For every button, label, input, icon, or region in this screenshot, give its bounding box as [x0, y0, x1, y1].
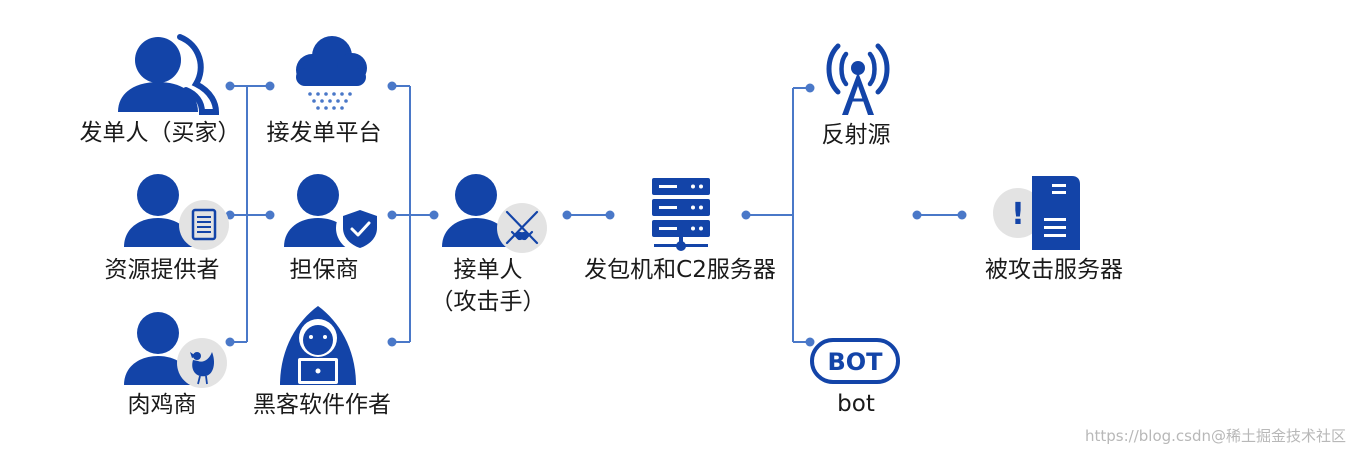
label-resource-provider: 资源提供者 — [104, 257, 220, 283]
label-guarantor: 担保商 — [289, 257, 359, 283]
label-victim: 被攻击服务器 — [985, 257, 1123, 283]
bot-badge-icon: BOT — [810, 338, 900, 384]
chicken-icon — [190, 352, 214, 385]
label-attacker-line1: 接单人 — [453, 257, 523, 283]
label-c2-server: 发包机和C2服务器 — [584, 257, 776, 283]
label-order-platform: 接发单平台 — [266, 120, 382, 146]
alert-icon: ! — [1011, 197, 1025, 232]
shield-check-icon — [343, 210, 377, 248]
victim-server-icon: ! — [993, 176, 1080, 250]
label-bot: bot — [837, 391, 875, 417]
connector-dots — [225, 81, 967, 347]
resource-provider-icon — [124, 174, 229, 250]
guarantor-icon — [284, 174, 384, 252]
watermark: https://blog.csdn@稀土掘金技术社区 — [1084, 427, 1346, 445]
radio-tower-icon — [826, 43, 890, 115]
label-hacker-author: 黑客软件作者 — [253, 392, 391, 418]
label-broiler-dealer: 肉鸡商 — [127, 392, 197, 418]
bot-badge-text: BOT — [827, 348, 883, 376]
label-buyer: 发单人（买家） — [79, 120, 241, 146]
hooded-hacker-icon — [280, 306, 356, 385]
label-attacker-line2: （攻击手） — [430, 289, 546, 315]
crossed-swords-icon — [505, 210, 539, 245]
attacker-icon — [442, 174, 547, 253]
server-rack-icon — [652, 178, 710, 251]
broiler-dealer-icon — [124, 312, 227, 388]
label-reflector: 反射源 — [821, 122, 891, 148]
document-icon — [191, 208, 217, 241]
connector-lines — [230, 85, 962, 343]
buyer-icon — [118, 34, 220, 115]
cloud-rain-icon — [296, 36, 367, 110]
